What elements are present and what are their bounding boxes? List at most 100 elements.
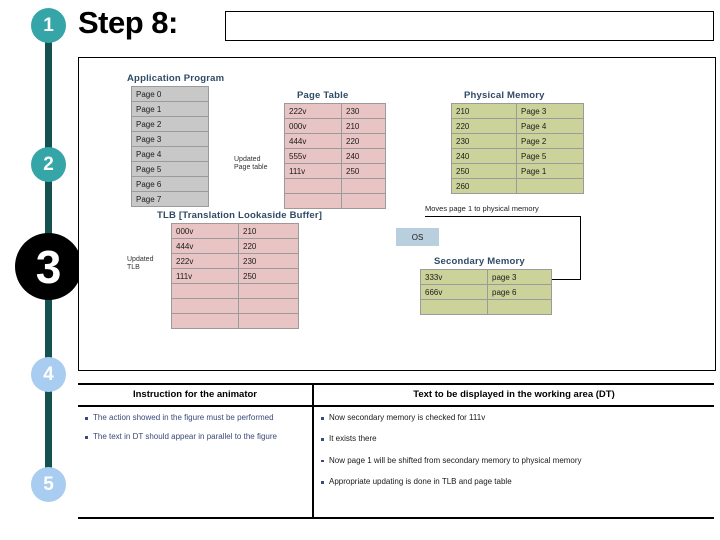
tlb-2-virtual: 222v xyxy=(171,253,239,269)
application-program-table: Page 0 Page 1 Page 2 Page 3 Page 4 Page … xyxy=(131,86,209,207)
step-node-1-label: 1 xyxy=(43,14,54,36)
step-node-5-label: 5 xyxy=(43,473,54,495)
step-navigator: 1 2 3 4 5 xyxy=(0,0,96,540)
step-node-4[interactable]: 4 xyxy=(31,357,66,392)
pt-5-frame xyxy=(341,178,386,194)
instruction-bullet: The text in DT should appear in parallel… xyxy=(84,432,306,442)
pm-4-page: Page 1 xyxy=(516,163,584,179)
dt-bullet: Now secondary memory is checked for 111v xyxy=(320,413,708,423)
sm-1-virtual: 666v xyxy=(420,284,488,300)
pt-4-virtual: 111v xyxy=(284,163,342,179)
pt-0-frame: 230 xyxy=(341,103,386,119)
dt-column-header: Text to be displayed in the working area… xyxy=(314,385,714,407)
app-page-1: Page 1 xyxy=(131,101,209,117)
pt-1-virtual: 000v xyxy=(284,118,342,134)
tlb-1-frame: 220 xyxy=(238,238,299,254)
pm-2-address: 230 xyxy=(451,133,517,149)
step-node-2[interactable]: 2 xyxy=(31,147,66,182)
page-table-title: Page Table xyxy=(297,90,349,101)
step-node-3-label: 3 xyxy=(35,240,62,293)
pm-5-page xyxy=(516,178,584,194)
dt-bullet: Appropriate updating is done in TLB and … xyxy=(320,477,708,487)
sm-1-page: page 6 xyxy=(487,284,552,300)
table-row: Page 6 xyxy=(131,176,209,192)
pt-1-frame: 210 xyxy=(341,118,386,134)
connector-label: Moves page 1 to physical memory xyxy=(425,204,539,213)
tlb-6-virtual xyxy=(171,313,239,329)
table-row: Page 3 xyxy=(131,131,209,147)
table-row xyxy=(171,283,299,299)
title-text-box[interactable] xyxy=(225,11,714,41)
pt-3-frame: 240 xyxy=(341,148,386,164)
table-row xyxy=(171,298,299,314)
app-page-4: Page 4 xyxy=(131,146,209,162)
pt-0-virtual: 222v xyxy=(284,103,342,119)
tlb-4-virtual xyxy=(171,283,239,299)
tlb-2-frame: 230 xyxy=(238,253,299,269)
pm-0-address: 210 xyxy=(451,103,517,119)
tlb-5-frame xyxy=(238,298,299,314)
pm-1-address: 220 xyxy=(451,118,517,134)
table-row: Page 4 xyxy=(131,146,209,162)
sm-0-page: page 3 xyxy=(487,269,552,285)
dt-column: Text to be displayed in the working area… xyxy=(314,385,714,519)
step-node-4-label: 4 xyxy=(43,363,54,385)
pt-4-frame: 250 xyxy=(341,163,386,179)
pm-5-address: 260 xyxy=(451,178,517,194)
pm-4-address: 250 xyxy=(451,163,517,179)
app-page-3: Page 3 xyxy=(131,131,209,147)
application-program-title: Application Program xyxy=(127,73,225,84)
step-node-2-label: 2 xyxy=(43,153,54,175)
step-node-5[interactable]: 5 xyxy=(31,467,66,502)
table-row: 260 xyxy=(451,178,584,194)
tlb-0-frame: 210 xyxy=(238,223,299,239)
instruction-column-header: Instruction for the animator xyxy=(78,385,312,407)
sm-0-virtual: 333v xyxy=(420,269,488,285)
tlb-3-frame: 250 xyxy=(238,268,299,284)
sm-2-virtual xyxy=(420,299,488,315)
table-row: Page 7 xyxy=(131,191,209,207)
pm-3-page: Page 5 xyxy=(516,148,584,164)
table-row: Page 5 xyxy=(131,161,209,177)
dt-bullet: It exists there xyxy=(320,434,708,444)
tlb-4-frame xyxy=(238,283,299,299)
tlb-1-virtual: 444v xyxy=(171,238,239,254)
step-node-1[interactable]: 1 xyxy=(31,8,66,43)
table-row: Page 2 xyxy=(131,116,209,132)
dt-bullet: Now page 1 will be shifted from secondar… xyxy=(320,456,708,466)
step-node-3[interactable]: 3 xyxy=(15,233,82,300)
os-label: OS xyxy=(411,232,424,242)
pt-5-virtual xyxy=(284,178,342,194)
tlb-6-frame xyxy=(238,313,299,329)
table-row xyxy=(171,313,299,329)
app-page-2: Page 2 xyxy=(131,116,209,132)
table-row: Page 1 xyxy=(131,101,209,117)
connector-line-top xyxy=(425,216,581,217)
tlb-3-virtual: 111v xyxy=(171,268,239,284)
figure-area: Application Program Page 0 Page 1 Page 2… xyxy=(78,57,716,371)
app-page-0: Page 0 xyxy=(131,86,209,102)
app-page-6: Page 6 xyxy=(131,176,209,192)
tlb-0-virtual: 000v xyxy=(171,223,239,239)
pt-6-frame xyxy=(341,193,386,209)
os-box: OS xyxy=(396,228,439,246)
instruction-table: Instruction for the animator The action … xyxy=(78,383,714,519)
physical-memory-title: Physical Memory xyxy=(464,90,545,101)
table-row xyxy=(284,178,386,194)
page-title: Step 8: xyxy=(78,5,178,40)
